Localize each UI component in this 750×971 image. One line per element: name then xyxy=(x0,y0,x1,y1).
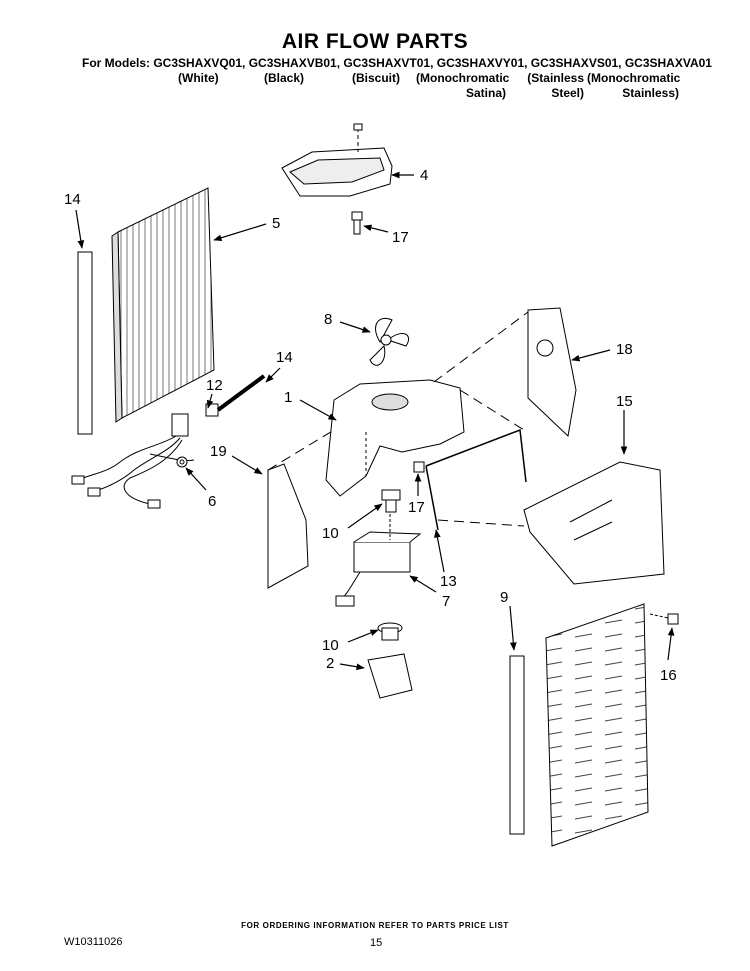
callout-8: 8 xyxy=(324,311,332,328)
callout-19: 19 xyxy=(210,443,227,460)
part-4-air-deflector xyxy=(281,123,393,197)
page-title: AIR FLOW PARTS xyxy=(281,30,469,53)
part-1-fan-housing xyxy=(325,379,465,497)
part-8-fan-blade xyxy=(369,318,410,366)
part-15-rear-duct-cover xyxy=(523,461,665,847)
callout-18: 18 xyxy=(616,341,633,358)
document-id: W10311026 xyxy=(64,936,123,948)
part-17-screw-top xyxy=(351,211,363,235)
models-line: For Models: GC3SHAXVQ01, GC3SHAXVB01, GC… xyxy=(82,56,712,70)
part-5-evaporator-cover xyxy=(111,187,215,423)
color-biscuit: (Biscuit) xyxy=(352,71,400,85)
callout-17-mid: 17 xyxy=(408,499,425,516)
callout-5: 5 xyxy=(272,215,280,232)
part-7-fan-motor xyxy=(335,514,422,607)
ordering-note: FOR ORDERING INFORMATION REFER TO PARTS … xyxy=(241,921,509,930)
callout-9: 9 xyxy=(500,589,508,606)
callout-12: 12 xyxy=(206,377,223,394)
callout-13: 13 xyxy=(440,573,457,590)
callout-4: 4 xyxy=(420,167,428,184)
part-17-screw-mid xyxy=(413,461,425,473)
part-18-side-panel xyxy=(527,307,577,438)
callout-16: 16 xyxy=(660,667,677,684)
color-stainless-steel: (Stainless Steel) xyxy=(527,71,584,100)
callout-14-mid: 14 xyxy=(276,349,293,366)
alignment-lines xyxy=(267,311,529,527)
callout-14-left: 14 xyxy=(64,191,81,208)
callout-6: 6 xyxy=(208,493,216,510)
page-number: 15 xyxy=(370,937,383,949)
part-13-wire-bracket xyxy=(425,428,527,531)
part-10-motor-mount-lower xyxy=(377,622,403,641)
part-2-motor-bracket xyxy=(367,653,413,699)
callout-10-upper: 10 xyxy=(322,525,339,542)
callout-1: 1 xyxy=(284,389,292,406)
color-monochromatic-satina: (Monochromatic Satina) xyxy=(416,71,510,100)
part-18-hole xyxy=(536,339,554,357)
part-12-wire-harness xyxy=(71,374,266,509)
part-9-foam-seal-right xyxy=(509,655,525,835)
part-14-foam-seal-left xyxy=(77,251,93,435)
color-white: (White) xyxy=(178,71,219,85)
callout-7: 7 xyxy=(442,593,450,610)
callout-17-top: 17 xyxy=(392,229,409,246)
callout-leaders xyxy=(75,171,675,671)
callout-15: 15 xyxy=(616,393,633,410)
callout-2: 2 xyxy=(326,655,334,672)
part-16-screw xyxy=(649,613,679,625)
part-10-motor-mount-upper xyxy=(381,489,401,513)
part-19-duct-panel xyxy=(267,463,309,589)
callout-10-lower: 10 xyxy=(322,637,339,654)
part-6-grommet xyxy=(176,456,188,468)
model-colors: (White) (Black) (Biscuit) (Monochromatic… xyxy=(82,71,682,105)
color-black: (Black) xyxy=(264,71,305,85)
color-monochromatic-stainless: (Monochromatic Stainless) xyxy=(587,71,681,100)
